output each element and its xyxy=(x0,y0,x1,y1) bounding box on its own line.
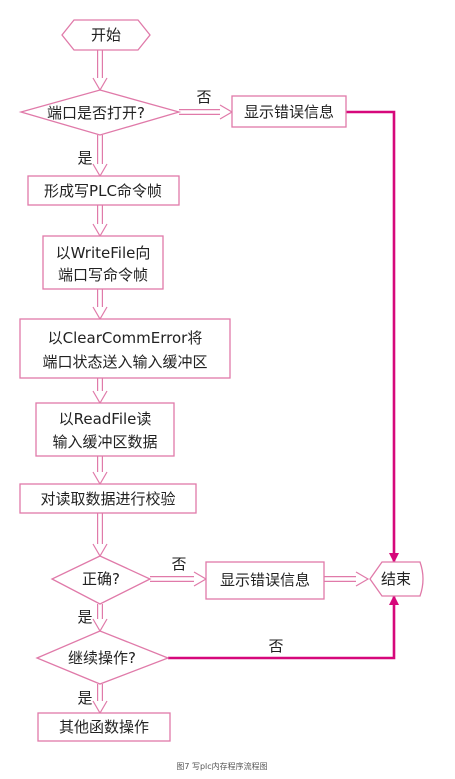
connector-port-check-no xyxy=(179,104,234,120)
port-open-label: 端口是否打开? xyxy=(47,104,145,122)
verify-box xyxy=(19,483,197,514)
connector-error2-to-end xyxy=(324,571,370,587)
continue-label: 继续操作? xyxy=(68,649,136,667)
end-label: 结束 xyxy=(381,570,411,588)
edge-label-correct-yes: 是 xyxy=(77,608,92,626)
other-ops-label: 其他函数操作 xyxy=(59,718,149,736)
connector-continue-no xyxy=(168,595,399,660)
connector-correct-no xyxy=(150,571,208,587)
connector-clear-to-readfile xyxy=(92,378,108,405)
connector-error1-to-end xyxy=(346,110,399,563)
correct-decision xyxy=(50,555,152,605)
readfile-label-line1: 以ReadFile读 xyxy=(59,410,152,428)
edge-label-continue-no: 否 xyxy=(268,637,283,655)
connector-start-to-port-check xyxy=(92,50,108,92)
port-open-decision xyxy=(18,89,182,136)
connector-correct-yes xyxy=(92,604,108,633)
readfile-label-line2: 输入缓冲区数据 xyxy=(52,433,157,451)
end-node xyxy=(369,561,424,597)
connector-form-to-writefile xyxy=(92,205,108,238)
show-error-label-1: 显示错误信息 xyxy=(244,103,334,121)
correct-label: 正确? xyxy=(82,570,120,588)
clear-comm-label-line1: 以ClearCommError将 xyxy=(48,329,203,347)
writefile-label-line1: 以WriteFile向 xyxy=(56,244,151,262)
connector-continue-yes xyxy=(92,684,108,715)
verify-label: 对读取数据进行校验 xyxy=(40,490,175,508)
form-frame-box xyxy=(27,175,180,206)
edge-label-correct-no: 否 xyxy=(171,555,186,573)
readfile-box xyxy=(35,402,175,457)
edge-label-port-yes: 是 xyxy=(77,149,92,167)
start-node xyxy=(61,19,151,51)
connector-readfile-to-verify xyxy=(92,456,108,486)
edge-label-continue-yes: 是 xyxy=(77,689,92,707)
writefile-label-line2: 端口写命令帧 xyxy=(58,266,148,284)
connector-port-check-yes xyxy=(92,135,108,178)
continue-decision xyxy=(35,630,170,685)
start-label: 开始 xyxy=(91,26,121,44)
connector-verify-to-correct xyxy=(92,513,108,558)
show-error-box-1 xyxy=(231,95,347,128)
edge-label-port-no: 否 xyxy=(196,88,211,106)
show-error-box-2 xyxy=(205,561,325,600)
figure-caption: 图7 写plc内存程序流程图 xyxy=(176,761,267,771)
clear-comm-label-line2: 端口状态送入输入缓冲区 xyxy=(42,353,207,371)
writefile-box xyxy=(42,235,164,290)
connector-writefile-to-clear xyxy=(92,289,108,321)
clear-comm-box xyxy=(19,318,231,379)
form-frame-label: 形成写PLC命令帧 xyxy=(44,182,162,200)
other-ops-box xyxy=(37,712,171,742)
show-error-label-2: 显示错误信息 xyxy=(220,571,310,589)
